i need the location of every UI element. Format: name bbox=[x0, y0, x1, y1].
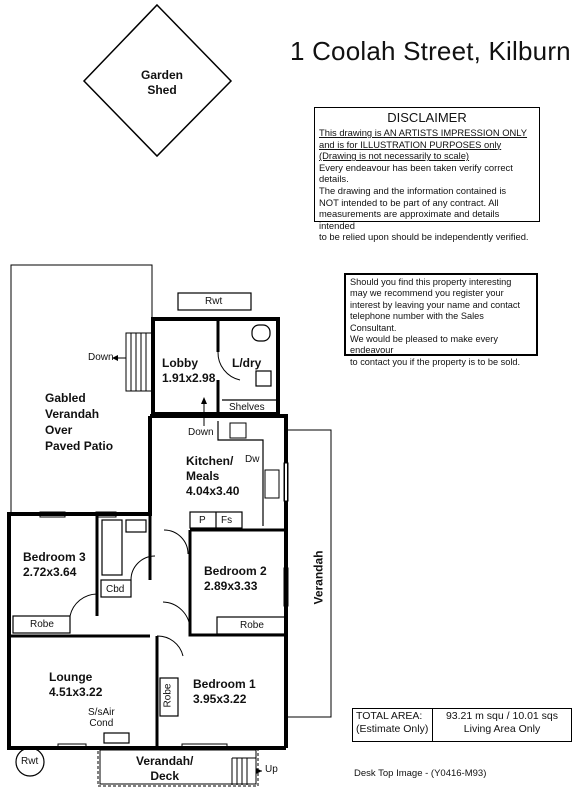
total-area-table: TOTAL AREA: (Estimate Only) 93.21 m squ … bbox=[352, 708, 572, 742]
interest-line: Should you find this property interestin… bbox=[350, 277, 512, 287]
disclaimer-line: The drawing and the information containe… bbox=[319, 184, 507, 196]
rainwater-tank-top bbox=[177, 292, 252, 311]
fridge-space-label: Fs bbox=[221, 515, 233, 526]
disclaimer-heading: DISCLAIMER bbox=[387, 110, 467, 125]
front-deck bbox=[97, 747, 262, 787]
gabled-verandah-outline bbox=[10, 264, 153, 514]
dishwasher-label: Dw bbox=[245, 454, 260, 465]
house-walls bbox=[7, 414, 332, 750]
pantry-label: P bbox=[199, 515, 206, 526]
disclaimer-line: This drawing is AN ARTISTS IMPRESSION ON… bbox=[319, 127, 528, 138]
cupboard-label: Cbd bbox=[106, 584, 125, 595]
rwt-bottom-label: Rwt bbox=[21, 756, 39, 767]
rwt-top-label: Rwt bbox=[205, 296, 223, 307]
disclaimer-line: Every endeavour has been taken verify co… bbox=[319, 161, 513, 185]
property-address: 1 Coolah Street, Kilburn bbox=[290, 36, 571, 66]
image-reference: Desk Top Image - (Y0416-M93) bbox=[354, 768, 487, 779]
interest-line: to contact you if the property is to be … bbox=[350, 356, 521, 367]
down-steps-label: Down bbox=[88, 352, 114, 363]
robe-bedroom3-label: Robe bbox=[30, 619, 54, 630]
up-steps-label: Up bbox=[265, 764, 278, 775]
area-value: 93.21 m squ / 10.01 sqs bbox=[445, 710, 559, 722]
rainwater-tank-bottom bbox=[15, 747, 45, 777]
interest-line: interest by leaving your name and contac… bbox=[350, 299, 521, 310]
side-verandah-label: Verandah bbox=[311, 550, 326, 605]
area-label: TOTAL AREA: bbox=[356, 710, 423, 722]
shelves-label: Shelves bbox=[229, 402, 265, 413]
robe-bedroom2-label: Robe bbox=[240, 620, 264, 631]
interest-line: telephone number with the Sales Consulta… bbox=[350, 311, 484, 333]
disclaimer-line: (Drawing is not necessarily to scale) bbox=[319, 150, 470, 162]
disclaimer-line: measurements are approximate and details… bbox=[319, 208, 500, 231]
disclaimer-line: NOT intended to be part of any contract.… bbox=[319, 196, 499, 208]
down-kitchen-label: Down bbox=[188, 427, 214, 438]
gabled-verandah-label: Gabled Verandah Over Paved Patio bbox=[45, 391, 114, 453]
garden-shed-outline bbox=[82, 3, 233, 158]
area-value-note: Living Area Only bbox=[463, 723, 541, 735]
disclaimer-box: DISCLAIMER This drawing is AN ARTISTS IM… bbox=[314, 107, 540, 242]
interest-line: We would be pleased to make every endeav… bbox=[350, 334, 498, 356]
disclaimer-line: to be relied upon should be independentl… bbox=[319, 231, 529, 243]
interest-line: may we recommend you register your bbox=[350, 288, 504, 299]
area-label-note: (Estimate Only) bbox=[356, 723, 429, 735]
disclaimer-line: and is for ILLUSTRATION PURPOSES only bbox=[319, 138, 502, 150]
laundry-label: L/dry bbox=[232, 356, 262, 370]
interest-note-box: Should you find this property interestin… bbox=[344, 273, 538, 367]
robe-bedroom1-label: Robe bbox=[162, 683, 174, 708]
back-steps bbox=[125, 332, 154, 392]
front-deck-label: Verandah/Deck bbox=[136, 754, 194, 783]
